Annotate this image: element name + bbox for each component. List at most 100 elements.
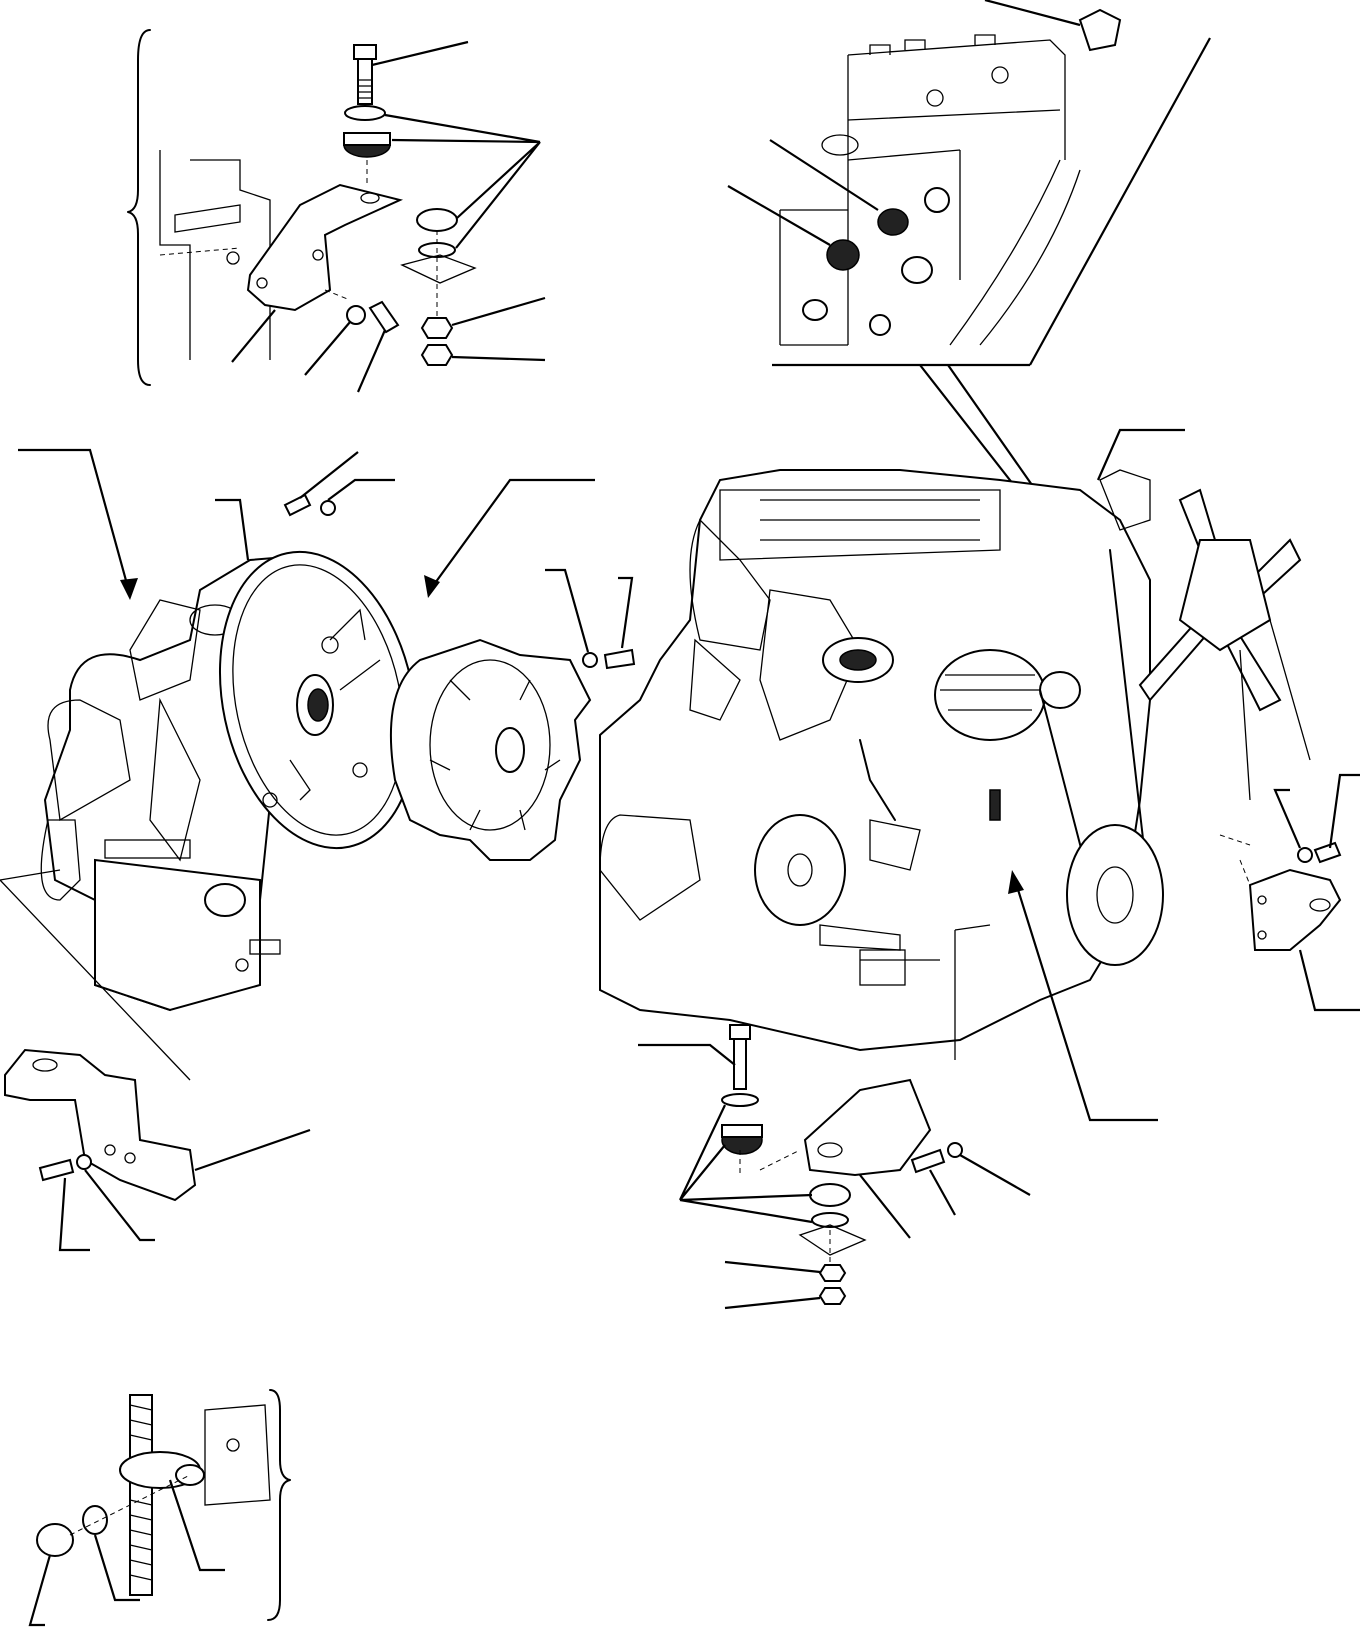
block-plate — [174, 204, 241, 233]
leader-belt-arrow — [1013, 879, 1158, 1122]
drive-plate-spokes — [429, 679, 561, 831]
front-bracket-hole-2 — [124, 1152, 136, 1164]
drive-plate — [389, 568, 636, 861]
arrow-head-belt — [1008, 870, 1024, 894]
block-boss — [226, 251, 240, 265]
engine-head-curves — [949, 159, 1081, 346]
sensor-port-2 — [901, 256, 933, 284]
front-mount-bolt-head — [729, 1024, 751, 1040]
rear-bracket-bolt — [1313, 841, 1342, 864]
front-mount-side-bolt — [910, 1148, 946, 1174]
rear-bracket-washer — [1297, 847, 1313, 863]
crank-pulley-hub — [1096, 866, 1134, 924]
leader-front-washer — [84, 1169, 155, 1242]
oil-pan-plate — [859, 949, 906, 986]
mount-bracket — [246, 183, 404, 312]
mount-pointer-line — [954, 924, 991, 1060]
leader-clamp-bolt — [28, 1554, 52, 1627]
front-bracket-plate — [4, 1048, 197, 1202]
leader-clamp-band — [168, 1479, 225, 1572]
leader-front-mount-side-washer — [959, 1154, 1031, 1196]
engine-mount-bracket-detail — [127, 29, 546, 393]
fan-guard — [1239, 619, 1311, 801]
front-mount-bracket — [4, 1048, 311, 1252]
leader-housing-bolt — [299, 451, 359, 499]
exhaust-outlet-bore — [839, 649, 877, 671]
head-bolt-1 — [926, 89, 944, 107]
leader-side-bolt — [356, 329, 387, 393]
drive-plate-outer — [389, 638, 592, 861]
sensor-port-1 — [924, 187, 950, 213]
leader-pressure-switch — [984, 0, 1081, 27]
crank-pulley — [1066, 824, 1164, 966]
starter-motor — [599, 814, 701, 921]
head-bolt-2 — [991, 66, 1009, 84]
flywheel-cover-hub — [787, 853, 813, 887]
housing-bolt-2 — [352, 762, 368, 778]
side-bolt — [368, 300, 400, 334]
transmission-motor — [47, 699, 131, 822]
leader-transmission-arrow — [18, 448, 132, 596]
leader-drive-washer — [545, 568, 590, 653]
rear-bracket-hole-2 — [1257, 930, 1267, 940]
bracket-dash — [324, 289, 351, 301]
housing-bolt-1 — [321, 636, 339, 654]
front-mount-nut-1 — [818, 1264, 847, 1282]
hose-clamp-detail — [28, 1389, 291, 1627]
valve-body — [129, 599, 201, 701]
clamp-ear — [175, 1464, 205, 1486]
fuel-filter — [869, 819, 921, 871]
leader-mount-parts — [384, 113, 541, 249]
pressure-switch — [1078, 8, 1122, 52]
detail-brace-right — [267, 1389, 291, 1621]
mount-bolt-shank — [357, 58, 373, 105]
arrow-head-transmission — [120, 578, 138, 600]
housing-bolt — [283, 493, 312, 517]
valve-detail — [149, 697, 201, 862]
rubber-mount-top-rim — [343, 132, 391, 146]
leader-water-outlet — [1096, 428, 1185, 481]
clamp-hose-ribs — [129, 1404, 153, 1581]
front-mount-lower-rubber — [809, 1183, 851, 1207]
leader-nut-2 — [451, 355, 546, 362]
engine-head-outline — [847, 34, 1066, 345]
front-bracket-hole — [32, 1058, 58, 1072]
output-yoke — [204, 883, 246, 917]
rear-bracket-plate — [1248, 868, 1342, 951]
drive-plate-ring — [429, 659, 551, 831]
alternator-pulley — [1039, 671, 1081, 709]
transmission-strap — [104, 839, 191, 859]
drive-plate-washer — [582, 652, 598, 668]
nut-2 — [420, 344, 454, 366]
front-mount-axes — [739, 1149, 831, 1265]
intake-elbow — [689, 518, 771, 651]
front-mount-washer-top — [721, 1093, 759, 1107]
rubber-mount-bottom — [416, 208, 458, 232]
leader-housing-washer — [327, 478, 395, 501]
front-mount-lower-washer — [811, 1212, 849, 1228]
housing-ring-inner — [232, 564, 404, 836]
leader-temp-sender — [727, 185, 831, 246]
valve-cover-ribs — [760, 499, 980, 541]
block-outline — [159, 150, 271, 360]
lower-port — [802, 299, 828, 321]
leader-drive-bolt — [618, 576, 634, 649]
leader-detail-frame-right — [1029, 37, 1211, 366]
fuel-sensor-detail — [727, 0, 1211, 581]
front-mount-hardware — [638, 1024, 1031, 1310]
mount-bolt-thread — [358, 79, 372, 99]
front-mount-bracket — [803, 1078, 932, 1177]
front-mount-frame — [798, 1224, 867, 1256]
housing-bolt-3 — [262, 792, 278, 808]
leader-rear-bolt — [1328, 773, 1360, 849]
leader-rear-washer — [1273, 788, 1302, 849]
front-bracket-washer — [76, 1154, 92, 1170]
front-mount-side-washer — [947, 1142, 963, 1158]
transmission-lower-case — [94, 858, 261, 1012]
front-mount-bracket-hole — [817, 1142, 843, 1158]
leader-front-mount-parts — [679, 1104, 813, 1224]
bracket-pointer-lines — [0, 869, 191, 1081]
housing-ribs — [289, 608, 381, 801]
bracket-hole — [360, 192, 380, 204]
